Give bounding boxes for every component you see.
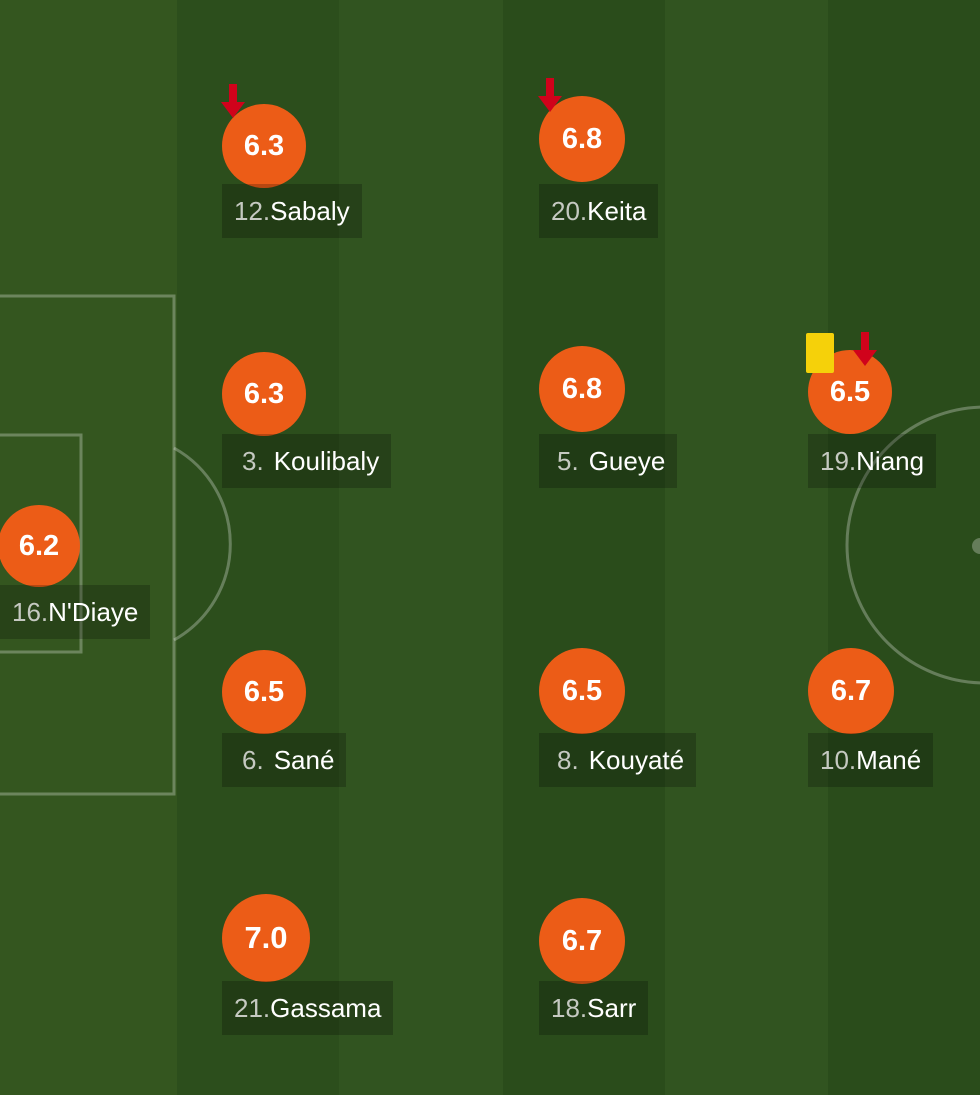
- player-rating: 6.5: [222, 650, 306, 734]
- grass-stripe: [665, 0, 828, 1095]
- player-name-box: 8. Kouyaté: [539, 733, 697, 787]
- yellow-card-icon: [806, 333, 834, 373]
- player-number: 18.: [551, 992, 588, 1023]
- sub-off-arrow-icon: [538, 78, 562, 112]
- player-number: 20.: [551, 195, 588, 226]
- player-rating: 6.7: [808, 648, 894, 734]
- center-spot: [972, 538, 980, 554]
- player-name-box: 21. Gassama: [222, 981, 394, 1035]
- player-name-box: 18. Sarr: [539, 981, 649, 1035]
- player-number: 5.: [557, 445, 579, 476]
- player-name: Gueye: [588, 445, 666, 476]
- player-number: 10.: [820, 744, 857, 775]
- player-rating: 6.2: [0, 505, 80, 587]
- player-rating: 6.3: [222, 104, 306, 188]
- player-name-box: 6. Sané: [222, 733, 347, 787]
- player-rating: 6.8: [539, 346, 625, 432]
- penalty-arc: [173, 446, 232, 642]
- grass-stripe: [339, 0, 503, 1095]
- player-name: Gassama: [270, 992, 382, 1023]
- player-number: 8.: [557, 744, 579, 775]
- player-name: Koulibaly: [273, 445, 380, 476]
- player-number: 21.: [234, 992, 271, 1023]
- player-rating: 6.7: [539, 898, 625, 984]
- goal-box: [0, 433, 83, 654]
- player-number: 6.: [242, 744, 264, 775]
- player-name: Niang: [856, 445, 925, 476]
- penalty-box: [0, 294, 176, 796]
- player-rating: 7.0: [222, 894, 310, 982]
- player-name-box: 19. Niang: [808, 434, 937, 488]
- player-name-box: 5. Gueye: [539, 434, 678, 488]
- player-name-box: 3. Koulibaly: [222, 434, 392, 488]
- player-number: 12.: [234, 195, 271, 226]
- player-number: 16.: [12, 596, 49, 627]
- player-name: Sabaly: [270, 195, 350, 226]
- player-name: Mané: [856, 744, 922, 775]
- player-name: Sané: [273, 744, 335, 775]
- player-name-box: 20. Keita: [539, 184, 659, 238]
- player-name: N'Diaye: [48, 596, 139, 627]
- player-name: Kouyaté: [588, 744, 685, 775]
- player-rating: 6.3: [222, 352, 306, 436]
- player-number: 3.: [242, 445, 264, 476]
- grass-stripe: [828, 0, 980, 1095]
- player-name-box: 10. Mané: [808, 733, 934, 787]
- player-name-box: 12. Sabaly: [222, 184, 362, 238]
- player-name: Keita: [587, 195, 647, 226]
- sub-off-arrow-icon: [221, 84, 245, 118]
- player-name-box: 16. N'Diaye: [0, 585, 151, 639]
- player-name: Sarr: [587, 992, 637, 1023]
- player-rating: 6.5: [539, 648, 625, 734]
- sub-off-arrow-icon: [853, 332, 877, 366]
- player-rating: 6.8: [539, 96, 625, 182]
- center-circle: [845, 405, 980, 685]
- player-number: 19.: [820, 445, 857, 476]
